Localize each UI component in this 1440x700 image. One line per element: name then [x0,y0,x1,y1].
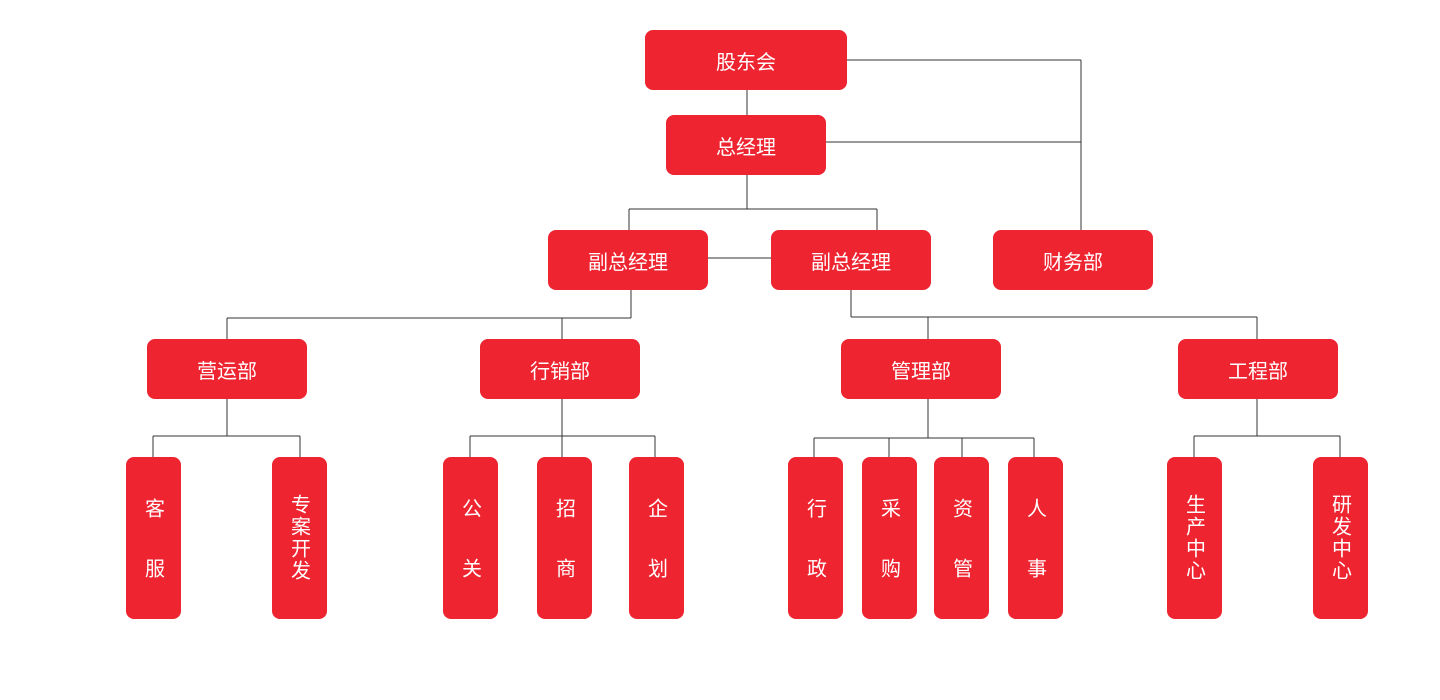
node-purchasing-label: 采购 [877,498,902,618]
node-customer-service-label: 客服 [141,498,166,618]
node-project-development[interactable]: 专案开发 [272,457,327,619]
node-rnd-center[interactable]: 研发中心 [1313,457,1368,619]
node-management[interactable]: 管理部 [841,339,1001,399]
node-public-relations-label: 公关 [458,498,483,618]
node-investment[interactable]: 招商 [537,457,592,619]
node-general-manager[interactable]: 总经理 [666,115,826,175]
node-vice-gm-right[interactable]: 副总经理 [771,230,931,290]
node-finance[interactable]: 财务部 [993,230,1153,290]
node-administration[interactable]: 行政 [788,457,843,619]
node-public-relations[interactable]: 公关 [443,457,498,619]
node-purchasing[interactable]: 采购 [862,457,917,619]
node-human-resources[interactable]: 人事 [1008,457,1063,619]
node-planning[interactable]: 企划 [629,457,684,619]
node-planning-label: 企划 [644,498,669,618]
node-asset-management-label: 资管 [949,498,974,618]
node-asset-management[interactable]: 资管 [934,457,989,619]
node-customer-service[interactable]: 客服 [126,457,181,619]
node-production-center-label: 生产中心 [1182,494,1207,582]
node-engineering[interactable]: 工程部 [1178,339,1338,399]
node-administration-label: 行政 [803,498,828,618]
node-shareholders[interactable]: 股东会 [645,30,847,90]
node-rnd-center-label: 研发中心 [1328,494,1353,582]
node-marketing[interactable]: 行销部 [480,339,640,399]
node-investment-label: 招商 [552,498,577,618]
node-operations[interactable]: 营运部 [147,339,307,399]
node-production-center[interactable]: 生产中心 [1167,457,1222,619]
node-vice-gm-left[interactable]: 副总经理 [548,230,708,290]
node-human-resources-label: 人事 [1023,498,1048,618]
node-project-development-label: 专案开发 [287,494,312,582]
